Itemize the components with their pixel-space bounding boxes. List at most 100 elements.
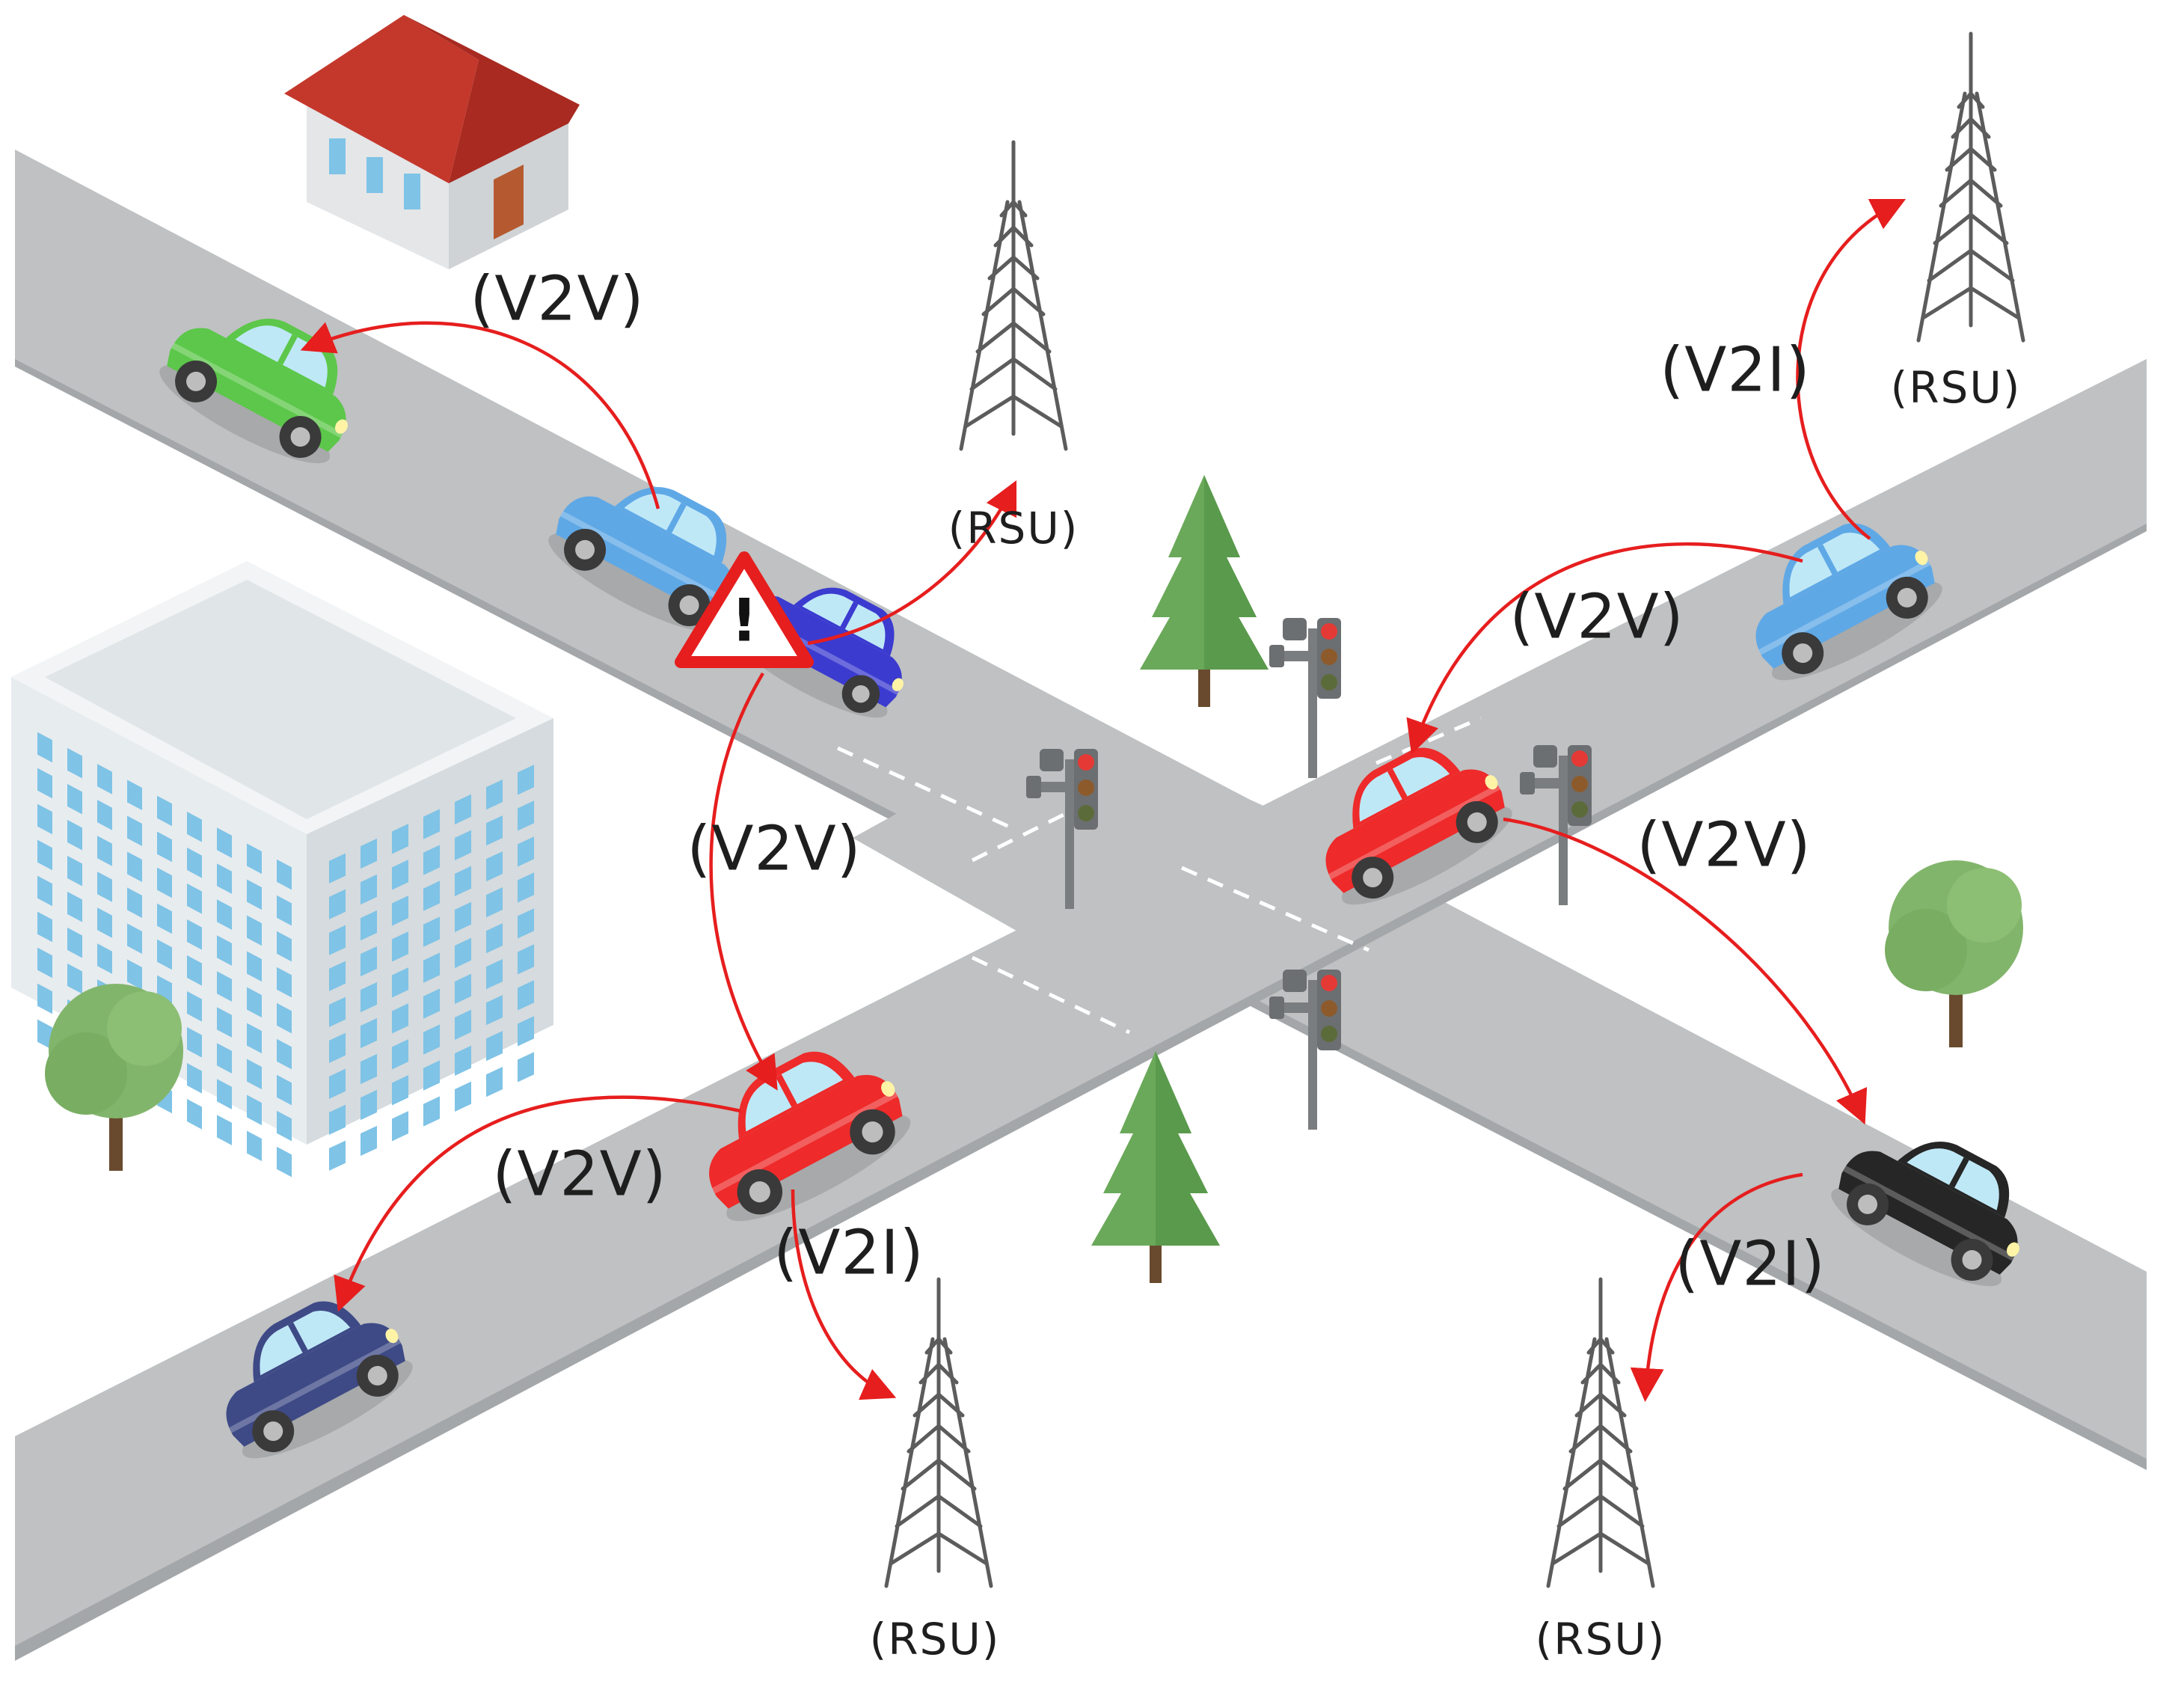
- window: [518, 800, 534, 831]
- window: [187, 811, 202, 842]
- rsu-label: (RSU): [1536, 1614, 1666, 1665]
- pine-tree-icon: [1140, 475, 1269, 707]
- window: [277, 1002, 292, 1034]
- window: [423, 809, 440, 839]
- window: [361, 874, 377, 905]
- window: [247, 951, 262, 982]
- rsu-tower-icon: [1548, 1279, 1653, 1586]
- rsu-label: (RSU): [870, 1614, 1001, 1665]
- traffic-light-icon: [1269, 618, 1341, 778]
- window: [423, 916, 440, 947]
- window: [97, 943, 112, 974]
- window: [217, 1043, 232, 1074]
- window: [277, 931, 292, 962]
- window: [277, 1110, 292, 1142]
- window: [127, 851, 142, 883]
- window: [486, 1030, 503, 1062]
- window: [423, 952, 440, 983]
- window: [37, 803, 52, 835]
- window: [455, 1081, 471, 1112]
- window: [361, 1089, 377, 1121]
- v2v-link: [1503, 817, 1868, 1125]
- window: [157, 903, 172, 934]
- window: [247, 843, 262, 875]
- office-building-icon: [11, 561, 553, 1178]
- window: [486, 958, 503, 990]
- window: [361, 982, 377, 1013]
- rsu-tower-icon: [1918, 34, 2023, 340]
- window: [67, 783, 82, 815]
- v2i-label: (V2I): [1675, 1228, 1825, 1299]
- window: [455, 794, 471, 824]
- window: [392, 1003, 408, 1034]
- window: [157, 939, 172, 970]
- window: [97, 764, 112, 794]
- window: [217, 971, 232, 1002]
- window: [67, 819, 82, 851]
- window: [127, 780, 142, 811]
- window: [486, 779, 503, 810]
- window: [486, 922, 503, 954]
- v2i-link: [1630, 1172, 1803, 1402]
- window: [187, 955, 202, 986]
- v2i-label: (V2I): [1660, 334, 1810, 405]
- window: [67, 891, 82, 922]
- window: [329, 925, 346, 955]
- window: [247, 1023, 262, 1054]
- window: [455, 1009, 471, 1040]
- window: [486, 994, 503, 1026]
- svg-text:!: !: [731, 587, 758, 655]
- window: [455, 866, 471, 896]
- window: [217, 1115, 232, 1145]
- window: [37, 983, 52, 1014]
- window: [187, 1026, 202, 1058]
- window: [217, 1007, 232, 1038]
- window: [361, 838, 377, 869]
- window: [37, 732, 52, 763]
- window: [329, 889, 346, 919]
- window: [37, 768, 52, 799]
- rsu-tower-icon: [886, 1279, 991, 1586]
- window: [127, 923, 142, 955]
- window: [455, 937, 471, 968]
- window: [277, 859, 292, 890]
- window: [361, 1053, 377, 1085]
- window: [392, 967, 408, 998]
- communication-links: [300, 198, 1907, 1402]
- window: [486, 815, 503, 846]
- window: [187, 883, 202, 914]
- window: [217, 863, 232, 894]
- window: [392, 824, 408, 854]
- window: [455, 1045, 471, 1076]
- rsu-label: (RSU): [1891, 362, 2022, 413]
- v2v-label: (V2V): [470, 263, 644, 334]
- window: [157, 867, 172, 898]
- window: [518, 980, 534, 1011]
- v2v-link: [709, 672, 778, 1091]
- window: [486, 1066, 503, 1097]
- link-labels: (V2V) (V2V) (V2V) (V2V) (V2V) (V2I) (V2I…: [470, 263, 2022, 1665]
- window: [247, 1094, 262, 1126]
- window: [187, 847, 202, 878]
- v2v-link: [300, 321, 660, 509]
- window: [97, 836, 112, 866]
- window: [127, 887, 142, 919]
- v2i-link: [791, 1189, 897, 1400]
- window: [217, 1079, 232, 1109]
- window: [67, 855, 82, 887]
- v2v-label: (V2V): [687, 813, 861, 884]
- window: [127, 815, 142, 847]
- window: [97, 872, 112, 902]
- window: [392, 931, 408, 962]
- window: [277, 1146, 292, 1178]
- window: [157, 831, 172, 863]
- v2v-label: (V2V): [1637, 809, 1811, 881]
- window: [518, 908, 534, 939]
- window: [361, 1017, 377, 1049]
- window: [392, 1111, 408, 1142]
- window: [392, 1039, 408, 1070]
- window: [97, 800, 112, 830]
- window: [247, 1059, 262, 1090]
- window: [187, 1062, 202, 1094]
- rsu-label: (RSU): [948, 503, 1079, 554]
